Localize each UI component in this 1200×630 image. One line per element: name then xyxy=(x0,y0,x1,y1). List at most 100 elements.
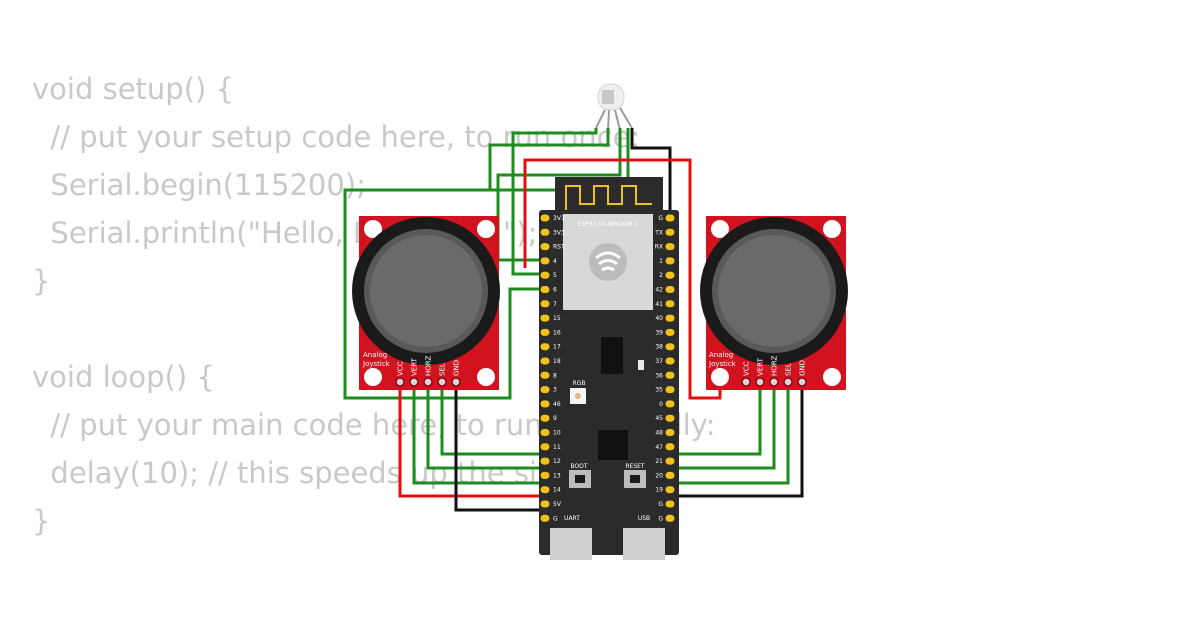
header-pin[interactable] xyxy=(540,429,550,436)
mount-hole xyxy=(477,368,495,386)
pin-label: 39 xyxy=(655,329,663,336)
header-pin[interactable] xyxy=(540,300,550,308)
pin-label: RX xyxy=(655,244,663,251)
header-pin[interactable] xyxy=(540,214,550,222)
header-pin[interactable] xyxy=(665,457,675,465)
code-line: } xyxy=(32,264,51,298)
pin-label: 48 xyxy=(655,430,663,437)
code-line: void setup() { xyxy=(32,72,234,106)
code-line: } xyxy=(32,504,51,538)
pin-label: 16 xyxy=(553,329,561,336)
header-pin[interactable] xyxy=(665,400,675,408)
header-pin[interactable] xyxy=(540,314,550,322)
wire-led-r xyxy=(343,128,610,400)
header-pin[interactable] xyxy=(540,471,550,479)
header-pin[interactable] xyxy=(665,443,675,451)
header-pin[interactable] xyxy=(540,343,550,351)
header-pin[interactable] xyxy=(665,357,675,365)
joystick-pin[interactable] xyxy=(423,377,433,387)
header-pin[interactable] xyxy=(665,228,675,236)
header-pin[interactable] xyxy=(540,400,550,408)
usb-port[interactable] xyxy=(623,528,665,560)
header-pin[interactable] xyxy=(665,300,675,308)
header-pin[interactable] xyxy=(540,514,550,522)
header-pin[interactable] xyxy=(540,286,550,293)
header-pin[interactable] xyxy=(665,371,675,379)
uart-port[interactable] xyxy=(550,528,592,560)
wire-rj-sel xyxy=(670,382,790,485)
header-pin[interactable] xyxy=(665,243,675,251)
wire-lj-vert xyxy=(412,382,545,485)
header-pin[interactable] xyxy=(540,371,550,379)
joystick-pin[interactable] xyxy=(769,377,779,387)
wire-led-b xyxy=(511,128,598,276)
joystick-pin[interactable] xyxy=(395,377,405,387)
smd-led xyxy=(638,360,644,370)
joystick-pin[interactable] xyxy=(755,377,765,387)
header-pin[interactable] xyxy=(540,228,550,236)
header-pin[interactable] xyxy=(540,243,550,251)
joystick-pin[interactable] xyxy=(797,377,807,387)
header-pin[interactable] xyxy=(665,514,675,522)
boot-label: BOOT xyxy=(570,463,587,470)
pin-label: 46 xyxy=(553,401,561,408)
joystick-pin[interactable] xyxy=(437,377,447,387)
wire-lj-horz xyxy=(426,382,545,470)
code-line: void loop() { xyxy=(32,360,215,394)
header-pin[interactable] xyxy=(665,328,675,336)
joystick-pin[interactable] xyxy=(783,377,793,387)
header-pin[interactable] xyxy=(665,257,675,265)
pin-label: 45 xyxy=(655,415,663,422)
header-pin[interactable] xyxy=(665,486,675,494)
header-pin[interactable] xyxy=(540,386,550,394)
header-pin[interactable] xyxy=(665,343,675,351)
header-pin[interactable] xyxy=(665,271,675,279)
pin-label: 38 xyxy=(655,344,663,351)
header-pin[interactable] xyxy=(665,500,675,508)
header-pin[interactable] xyxy=(665,286,675,293)
header-pin[interactable] xyxy=(540,500,550,508)
joystick-knob xyxy=(718,235,830,347)
header-pin[interactable] xyxy=(540,357,550,365)
header-pin[interactable] xyxy=(665,414,675,422)
header-pin[interactable] xyxy=(540,328,550,336)
pin-label: 17 xyxy=(553,344,561,351)
header-pin[interactable] xyxy=(665,314,675,322)
header-pin[interactable] xyxy=(540,457,550,465)
header-pin[interactable] xyxy=(540,414,550,422)
header-pin[interactable] xyxy=(540,257,550,265)
header-pin[interactable] xyxy=(540,486,550,494)
pin-label: 9 xyxy=(553,415,557,422)
pin-label: 3 xyxy=(553,387,557,394)
header-pin[interactable] xyxy=(665,429,675,436)
joystick-pin-label: SEL xyxy=(785,363,793,376)
header-pin[interactable] xyxy=(540,271,550,279)
pin-label: 3V3 xyxy=(553,229,565,236)
header-pin[interactable] xyxy=(665,471,675,479)
pin-label: 20 xyxy=(655,472,663,479)
wire-lj-sel xyxy=(440,382,545,456)
joystick-pin[interactable] xyxy=(451,377,461,387)
mount-hole xyxy=(364,368,382,386)
joystick-pin[interactable] xyxy=(409,377,419,387)
joystick-pin-label: GND xyxy=(453,360,461,376)
pin-label: 35 xyxy=(655,387,663,394)
joystick-pin[interactable] xyxy=(741,377,751,387)
mount-hole xyxy=(477,220,495,238)
pin-label: 11 xyxy=(553,444,561,451)
header-pin[interactable] xyxy=(665,386,675,394)
pin-label: 7 xyxy=(553,301,557,308)
rgb-led[interactable] xyxy=(595,83,633,131)
header-pin[interactable] xyxy=(665,214,675,222)
esp32-s3-board[interactable]: ESP32-S3-WROOM-1 RGB BOOT RESET UART USB… xyxy=(539,177,679,560)
header-pin[interactable] xyxy=(540,443,550,451)
rgb-label: RGB xyxy=(573,380,586,387)
wire-rj-vert xyxy=(670,382,762,456)
espressif-logo-icon xyxy=(589,243,627,281)
pin-label: 6 xyxy=(553,287,557,294)
mount-hole xyxy=(711,220,729,238)
